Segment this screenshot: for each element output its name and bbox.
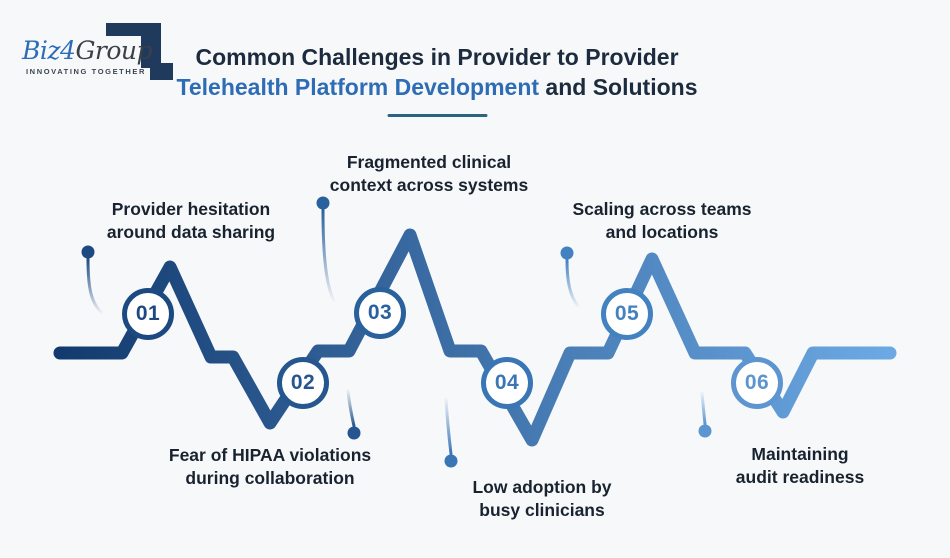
- step-06-number: 06: [744, 371, 770, 394]
- step-02-badge: 02: [277, 357, 329, 409]
- step-05-label: Scaling across teams and locations: [573, 198, 752, 244]
- step-04-label: Low adoption by busy clinicians: [472, 476, 611, 522]
- step-05-label-line1: Scaling across teams: [572, 199, 752, 219]
- step-04-badge: 04: [481, 357, 533, 409]
- title-highlight: Telehealth Platform Development: [176, 74, 540, 100]
- step-06-label: Maintaining audit readiness: [736, 443, 864, 489]
- step-03-label-line2: context across systems: [329, 175, 529, 195]
- step-02-label-line2: during collaboration: [185, 468, 355, 488]
- wave-line: [53, 228, 897, 447]
- step-02-label-line1: Fear of HIPAA violations: [168, 445, 372, 465]
- step-01-label-line2: around data sharing: [106, 222, 276, 242]
- biz4group-logo: Biz4Group INNOVATING TOGETHER: [20, 16, 173, 86]
- step-05-number: 05: [614, 302, 640, 325]
- step-03-label-line1: Fragmented clinical: [346, 152, 512, 172]
- step-02-label: Fear of HIPAA violations during collabor…: [169, 444, 371, 490]
- step-03-number: 03: [367, 301, 393, 324]
- title-line-1: Common Challenges in Provider to Provide…: [195, 44, 679, 70]
- title-line-2-rest: and Solutions: [539, 74, 698, 100]
- step-04-label-line1: Low adoption by: [472, 477, 612, 497]
- page-title: Common Challenges in Provider to Provide…: [177, 42, 698, 117]
- step-04-label-line2: busy clinicians: [479, 500, 605, 520]
- step-06-label-line2: audit readiness: [735, 467, 865, 487]
- logo-word-group: Group: [75, 36, 153, 65]
- step-01-label: Provider hesitation around data sharing: [107, 198, 275, 244]
- callout-pin-06: [698, 391, 712, 438]
- step-05-label-line2: and locations: [605, 222, 719, 242]
- step-01-number: 01: [135, 302, 161, 325]
- callout-pin-05: [560, 246, 580, 308]
- logo-tagline: INNOVATING TOGETHER: [26, 67, 146, 76]
- step-01-label-line1: Provider hesitation: [111, 199, 271, 219]
- step-05-badge: 05: [601, 288, 653, 340]
- logo-word-four: 4: [60, 36, 76, 65]
- callout-pin-04: [444, 397, 458, 468]
- step-06-badge: 06: [731, 357, 783, 409]
- step-04-number: 04: [494, 371, 520, 394]
- step-03-badge: 03: [354, 287, 406, 339]
- title-divider: [387, 114, 487, 117]
- callout-pin-03: [316, 196, 336, 303]
- callout-pin-02: [346, 388, 361, 440]
- step-01-badge: 01: [122, 288, 174, 340]
- step-03-label: Fragmented clinical context across syste…: [330, 151, 528, 197]
- title-line-2: Telehealth Platform Development and Solu…: [177, 72, 698, 102]
- logo-bracket-icon: [106, 23, 173, 80]
- logo-wordmark: Biz4Group: [22, 36, 153, 65]
- step-06-label-line1: Maintaining: [751, 444, 849, 464]
- logo-word-biz: Biz: [22, 36, 61, 65]
- callout-pin-01: [81, 245, 104, 315]
- step-02-number: 02: [290, 371, 316, 394]
